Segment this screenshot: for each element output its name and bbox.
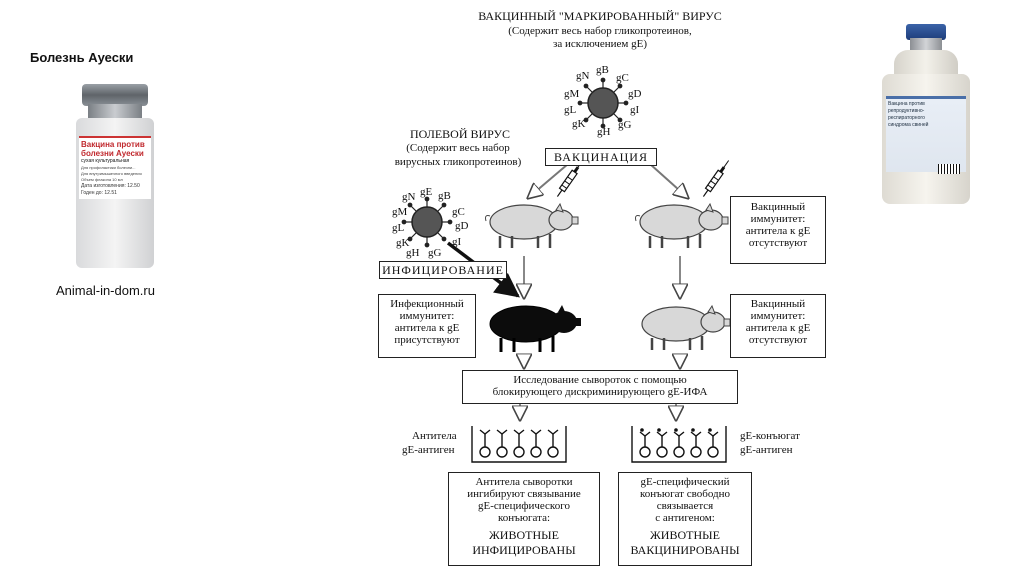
bottle-label-3: респираторного <box>888 115 925 121</box>
text-line: отсутствуют <box>748 237 808 249</box>
gp-label: gG <box>618 119 632 131</box>
pig-infected-icon <box>489 305 581 352</box>
left-vaccine-vial: Вакцина против болезни Ауески сухая куль… <box>76 84 154 274</box>
left-well-label-1: Антитела <box>412 430 457 442</box>
source-credit: Animal-in-dom.ru <box>56 283 155 298</box>
text-line: ВАКЦИНИРОВАНЫ <box>630 543 740 557</box>
vial-form: сухая культуральная <box>81 158 130 164</box>
gp-label: gK <box>572 118 586 130</box>
gp-label: gM <box>564 88 580 100</box>
result-infected: Антитела сыворотки ингибируют связывание… <box>448 472 600 566</box>
infection-label: ИНФИЦИРОВАНИЕ <box>379 261 507 279</box>
arrow-vacc-right <box>649 163 688 198</box>
gp-label: gC <box>452 206 465 218</box>
text-line: ЖИВОТНЫЕ <box>489 528 559 542</box>
vial-name-line2: болезни Ауески <box>81 149 144 158</box>
vial-line-1: Для профилактики болезни... <box>81 165 136 170</box>
serum-test: Исследование сывороток с помощью блокиру… <box>462 370 738 404</box>
text-line: ИНФИЦИРОВАНЫ <box>472 543 576 557</box>
text-line: gE-специфический <box>640 476 730 488</box>
infection-immunity: Инфекционный иммунитет: антитела к gE пр… <box>378 294 476 358</box>
text-line: антитела к gE <box>745 225 811 237</box>
text-line: ингибируют связывание <box>467 488 581 500</box>
text-line: иммунитет: <box>399 310 455 322</box>
text-line: Вакцинный <box>750 298 806 310</box>
gp-label: gD <box>628 88 642 100</box>
gp-label: gM <box>392 206 408 218</box>
gp-label: gK <box>396 237 410 249</box>
syringe-right-icon <box>702 160 730 197</box>
pig-vaccinated-mid-icon <box>641 304 731 350</box>
text-line: связывается <box>656 500 714 512</box>
gp-label: gG <box>428 247 442 259</box>
vial-line-2: Для внутримышечного введения <box>81 171 142 176</box>
text-line: иммунитет: <box>750 213 806 225</box>
text-line: конъюгата: <box>497 512 551 524</box>
vaccine-immunity-top: Вакцинный иммунитет: антитела к gE отсут… <box>730 196 826 264</box>
text-line: Инфекционный <box>390 298 464 310</box>
gp-label: gH <box>597 126 611 138</box>
text-line: блокирующего дискриминирующего gE-ИФА <box>492 386 708 398</box>
field-virus <box>401 196 453 248</box>
vial-line-5: Годен до: 12.51 <box>81 190 117 196</box>
field-virus-sub2: вирусных гликопротеинов) <box>394 156 522 168</box>
text-line: с антигеном: <box>655 512 715 524</box>
bottle-label-2: репродуктивно- <box>888 108 925 114</box>
elisa-well-right-icon <box>631 426 727 463</box>
gp-label: gB <box>438 190 451 202</box>
diagram-title: ВАКЦИННЫЙ "МАРКИРОВАННЫЙ" ВИРУС <box>478 9 722 23</box>
diagram-title-sub2: за исключением gE) <box>552 38 648 50</box>
gp-label: gI <box>452 236 462 248</box>
pig-vaccinated-top-left-icon <box>485 202 579 248</box>
text-line: антитела к gE <box>394 322 460 334</box>
right-well-label-1: gE-конъюгат <box>740 430 800 442</box>
field-virus-sub1: (Содержит весь набор <box>406 142 510 154</box>
gp-label: gL <box>392 222 405 234</box>
text-line: конъюгат свободно <box>639 488 730 500</box>
text-line: присутствуют <box>394 334 460 346</box>
gp-label: gD <box>455 220 469 232</box>
gp-label: gB <box>596 64 609 76</box>
right-vaccine-bottle: Вакцина против репродуктивно- респиратор… <box>880 24 972 204</box>
vaccine-immunity-mid: Вакцинный иммунитет: антитела к gE отсут… <box>730 294 826 358</box>
arrow-vacc-left <box>528 163 569 198</box>
bottle-barcode <box>938 164 960 174</box>
gp-label: gE <box>420 186 433 198</box>
result-vaccinated: gE-специфический конъюгат свободно связы… <box>618 472 752 566</box>
bottle-label-1: Вакцина против <box>888 101 925 107</box>
text-line: Вакцинный <box>750 201 806 213</box>
gp-label: gH <box>406 247 420 259</box>
text-line: иммунитет: <box>750 310 806 322</box>
elisa-well-left-icon <box>471 426 567 463</box>
vaccination-label: ВАКЦИНАЦИЯ <box>545 148 657 166</box>
gp-label: gL <box>564 104 577 116</box>
text-line: отсутствуют <box>748 334 808 346</box>
right-well-label-2: gE-антиген <box>740 444 793 456</box>
left-title: Болезнь Ауески <box>30 50 134 65</box>
vial-name-line1: Вакцина против <box>81 140 145 149</box>
pig-vaccinated-top-right-icon <box>635 202 729 248</box>
gp-label: gI <box>630 104 640 116</box>
left-well-label-2: gE-антиген <box>402 444 455 456</box>
gp-label: gN <box>576 70 590 82</box>
vial-line-3: Объем флакона 10 мл <box>81 177 123 182</box>
bottle-label-4: синдрома свиней <box>888 122 929 128</box>
text-line: Исследование сывороток с помощью <box>513 374 687 386</box>
gp-label: gC <box>616 72 629 84</box>
syringe-left-icon <box>556 160 584 197</box>
text-line: антитела к gE <box>745 322 811 334</box>
vaccine-virus <box>577 77 629 129</box>
text-line: ЖИВОТНЫЕ <box>650 528 720 542</box>
text-line: gE-специфического <box>478 500 570 512</box>
diagram-title-sub1: (Содержит весь набор гликопротеинов, <box>508 25 692 37</box>
gp-label: gN <box>402 191 416 203</box>
vial-line-4: Дата изготовления: 12.50 <box>81 183 140 189</box>
text-line: Антитела сыворотки <box>475 476 573 488</box>
field-virus-title: ПОЛЕВОЙ ВИРУС <box>409 127 511 141</box>
